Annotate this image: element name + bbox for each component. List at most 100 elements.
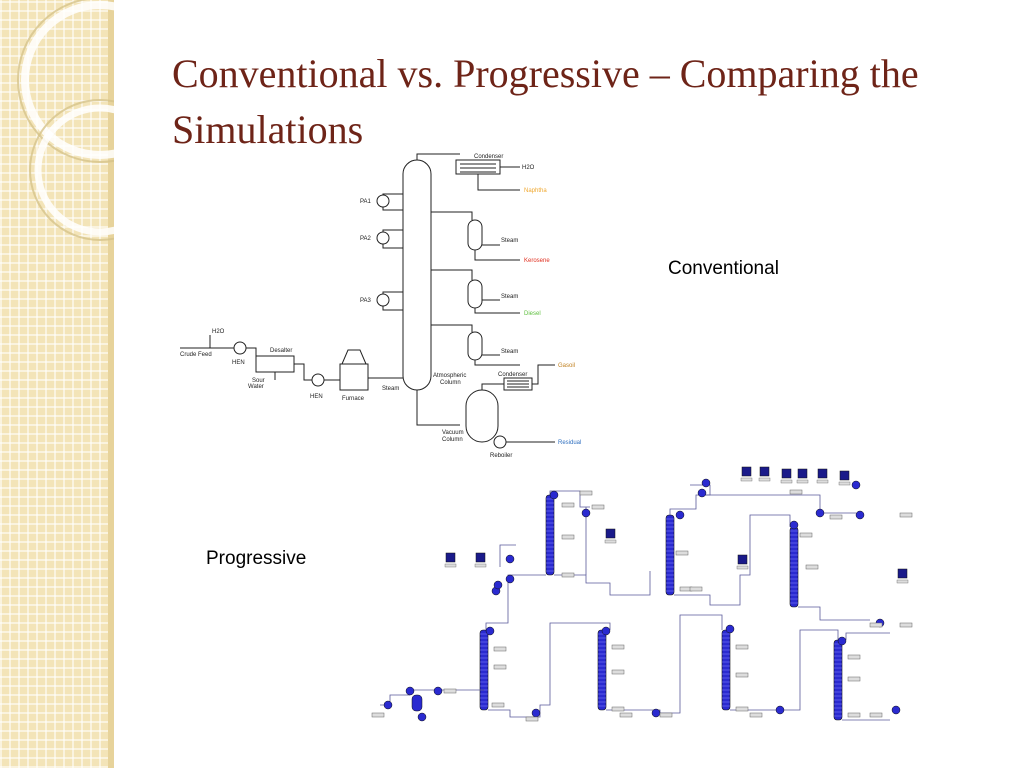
logic-block-mid-1 bbox=[605, 528, 616, 539]
stream-tag-6 bbox=[675, 550, 689, 556]
furnace bbox=[339, 363, 369, 391]
diesel-label: Diesel bbox=[524, 311, 541, 317]
stream-tag-13 bbox=[689, 586, 703, 592]
reboiler-label: Reboiler bbox=[490, 453, 512, 459]
stream-tag-15 bbox=[493, 664, 507, 670]
unit-node-24 bbox=[417, 712, 427, 722]
logic-block-5 bbox=[817, 468, 828, 479]
gasoil-stripper bbox=[467, 331, 483, 361]
stream-tag-34 bbox=[659, 712, 673, 718]
logic-block-4 bbox=[797, 468, 808, 479]
stream-tag-30 bbox=[443, 688, 457, 694]
kerosene-stripper bbox=[467, 219, 483, 251]
logic-block-3 bbox=[781, 468, 792, 479]
stream-tag-5 bbox=[579, 490, 593, 496]
logic-block-left-2 bbox=[475, 552, 486, 563]
stream-tag-27 bbox=[749, 712, 763, 718]
bottom-condenser-label: Condenser bbox=[498, 372, 527, 378]
logic-block-left-1 bbox=[445, 552, 456, 563]
pipe-3 bbox=[669, 484, 711, 515]
logic-block-1 bbox=[741, 466, 752, 477]
sour-water-label-2: Water bbox=[248, 384, 264, 390]
gasoil-label: Gasoil bbox=[558, 363, 575, 369]
logic-block-right-1-tag bbox=[896, 579, 909, 584]
unit-node-20 bbox=[891, 705, 901, 715]
hen-label-2: HEN bbox=[310, 394, 323, 400]
naphtha-label: Naphtha bbox=[524, 188, 547, 194]
pipe-12 bbox=[485, 574, 546, 630]
unit-node-14 bbox=[725, 624, 735, 634]
stream-tag-23 bbox=[847, 654, 861, 660]
steam-label-1: Steam bbox=[501, 238, 518, 244]
atmospheric-column bbox=[402, 159, 432, 391]
logic-block-right-1 bbox=[897, 568, 908, 579]
slide-title: Conventional vs. Progressive – Comparing… bbox=[172, 51, 919, 152]
stream-tag-11 bbox=[899, 512, 913, 518]
stream-tag-28 bbox=[869, 712, 883, 718]
sidebar-edge bbox=[108, 0, 114, 768]
unit-node-23 bbox=[383, 700, 393, 710]
pipe-13 bbox=[499, 544, 516, 567]
unit-node-10 bbox=[505, 574, 515, 584]
logic-block-4-tag bbox=[796, 479, 809, 484]
reboiler bbox=[493, 435, 507, 449]
pipe-5 bbox=[700, 494, 856, 514]
diesel-stripper bbox=[467, 279, 483, 309]
stream-tag-32 bbox=[899, 622, 913, 628]
stream-tag-2 bbox=[561, 534, 575, 540]
logic-block-mid-1-tag bbox=[604, 539, 617, 544]
vacuum-column-label-1: Vacuum bbox=[442, 430, 464, 436]
decorative-sidebar bbox=[0, 0, 114, 768]
unit-node-5 bbox=[789, 520, 799, 530]
pipe-16 bbox=[845, 632, 890, 640]
unit-node-7 bbox=[855, 510, 865, 520]
stream-tag-14 bbox=[493, 646, 507, 652]
unit-node-18 bbox=[651, 708, 661, 718]
stream-tag-8 bbox=[799, 532, 813, 538]
unit-node-3 bbox=[675, 510, 685, 520]
unit-node-8 bbox=[851, 480, 861, 490]
h2o-feed-label: H2O bbox=[212, 329, 225, 335]
unit-node-17 bbox=[531, 708, 541, 718]
feed-vessel bbox=[411, 694, 423, 712]
stream-tag-20 bbox=[735, 644, 749, 650]
pa2-label: PA2 bbox=[360, 236, 372, 242]
logic-block-2 bbox=[759, 466, 770, 477]
pipe-7 bbox=[798, 606, 870, 621]
progressive-flowsheet bbox=[371, 466, 913, 722]
unit-node-22 bbox=[433, 686, 443, 696]
unit-node-13 bbox=[601, 626, 611, 636]
pa3-label: PA3 bbox=[360, 298, 372, 304]
unit-node-25 bbox=[493, 580, 503, 590]
stream-tag-19 bbox=[611, 706, 625, 712]
steam-label-3: Steam bbox=[501, 349, 518, 355]
conventional-flow-diagram: Condenser H2O PA1 PA2 PA3 Steam Steam St… bbox=[180, 153, 581, 459]
stream-tag-16 bbox=[491, 702, 505, 708]
pipe-11 bbox=[730, 629, 839, 711]
unit-node-6 bbox=[815, 508, 825, 518]
hen-exchanger-2 bbox=[311, 373, 325, 387]
stream-tag-21 bbox=[735, 672, 749, 678]
sour-water-label-1: Sour bbox=[252, 378, 265, 384]
logic-block-5-tag bbox=[816, 479, 829, 484]
stream-tag-31 bbox=[869, 622, 883, 628]
top-condenser-label: Condenser bbox=[474, 154, 503, 160]
unit-node-1 bbox=[549, 490, 559, 500]
hen-exchanger-1 bbox=[233, 341, 247, 355]
crude-feed-label: Crude Feed bbox=[180, 352, 212, 358]
unit-node-4 bbox=[697, 488, 707, 498]
stream-tag-1 bbox=[561, 502, 575, 508]
residual-label: Residual bbox=[558, 440, 581, 446]
stream-tag-33 bbox=[525, 716, 539, 722]
steam-label-4: Steam bbox=[382, 386, 399, 392]
logic-block-6-tag bbox=[838, 481, 851, 486]
logic-block-1-tag bbox=[740, 477, 753, 482]
stream-tag-4 bbox=[591, 504, 605, 510]
vacuum-column-label-2: Column bbox=[442, 437, 463, 443]
conventional-label: Conventional bbox=[668, 258, 779, 279]
stream-tag-18 bbox=[611, 669, 625, 675]
sidebar-arcs bbox=[17, 0, 114, 241]
stream-tag-24 bbox=[847, 676, 861, 682]
logic-block-left-1-tag bbox=[444, 563, 457, 568]
stream-tag-12 bbox=[789, 489, 803, 495]
